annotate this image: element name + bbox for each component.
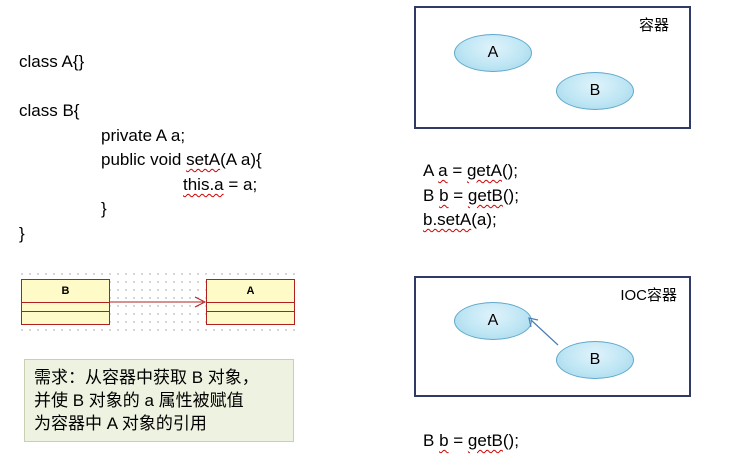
ioc-bean-b-ellipse: B xyxy=(556,341,634,379)
uml-arrow-head xyxy=(194,296,207,308)
container-label: 容器 xyxy=(638,17,669,34)
code-this-ref: this.a xyxy=(183,175,224,194)
code-get-a: A a = getA(); xyxy=(423,161,518,180)
code-params: (A a){ xyxy=(220,150,262,169)
code-class-close: } xyxy=(19,224,25,243)
code-field-decl: private A a; xyxy=(101,126,186,145)
code-set-a: b.setA(a); xyxy=(423,210,497,229)
bean-b-ellipse: B xyxy=(556,72,634,110)
code-method-name: setA xyxy=(186,150,221,169)
ioc-container-panel: IOC容器 A B xyxy=(414,276,691,397)
ioc-bean-a-ellipse: A xyxy=(454,302,532,340)
code-get-b: B b = getB(); xyxy=(423,186,519,205)
code-keyword: public void xyxy=(101,150,187,169)
code-assignment: this.a = a; xyxy=(183,175,257,195)
code-setter-signature: public void setA(A a){ xyxy=(101,150,262,170)
code-class-a: class A{} xyxy=(19,52,85,71)
code-method-close: } xyxy=(101,199,107,218)
ioc-injection-arrow xyxy=(530,319,559,346)
note-line: 需求：从容器中获取 B 对象， xyxy=(34,368,259,387)
uml-class-a-name: A xyxy=(207,280,294,303)
uml-class-b-name: B xyxy=(22,280,109,303)
code-assign-rhs: = a; xyxy=(223,175,258,194)
uml-class-b: B xyxy=(21,279,110,325)
ioc-container-label: IOC容器 xyxy=(620,287,677,304)
note-line: 为容器中 A 对象的引用 xyxy=(34,414,207,433)
code-ioc-get-b: B b = getB(); xyxy=(423,431,519,450)
bean-a-ellipse: A xyxy=(454,34,532,72)
container-panel: 容器 A B xyxy=(414,6,691,129)
note-line: 并使 B 对象的 a 属性被赋值 xyxy=(34,391,244,410)
uml-class-b-attrs xyxy=(22,303,109,312)
code-class-b: class B{ xyxy=(19,101,80,120)
ioc-arrow-head xyxy=(528,317,539,328)
requirement-note: 需求：从容器中获取 B 对象， 并使 B 对象的 a 属性被赋值 为容器中 A … xyxy=(24,359,294,442)
uml-class-a: A xyxy=(206,279,295,325)
uml-class-a-attrs xyxy=(207,303,294,312)
